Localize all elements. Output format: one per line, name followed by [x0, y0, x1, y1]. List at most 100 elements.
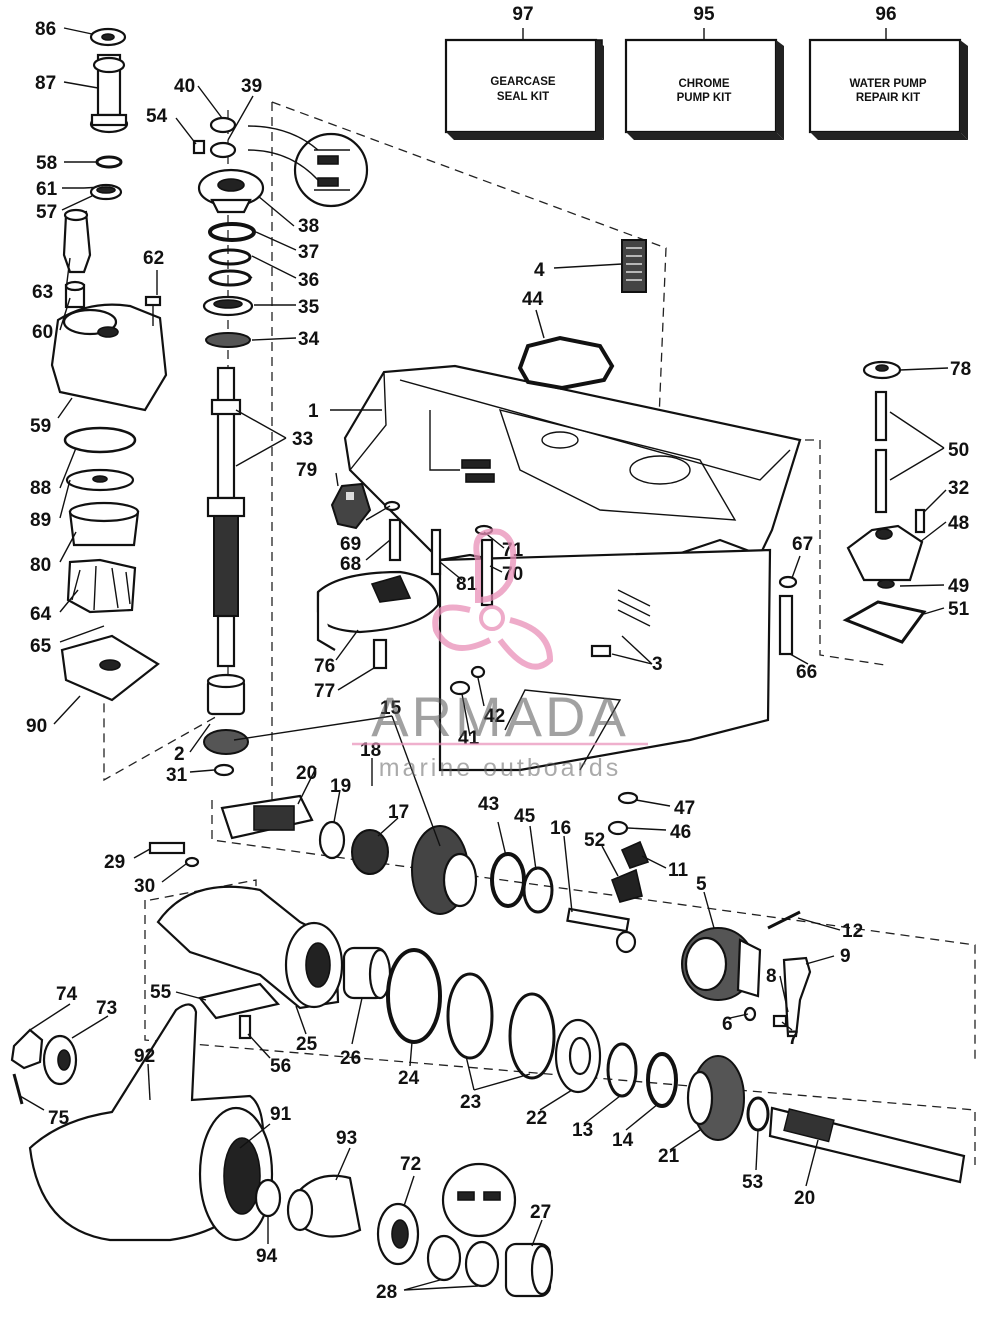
anode-79	[330, 482, 372, 530]
callout-number: 93	[336, 1128, 357, 1149]
kit-label-line1: GEARCASE	[490, 76, 556, 88]
leader-lines	[19, 27, 949, 1291]
callout-number: 3	[652, 654, 663, 675]
callout-number: 55	[150, 982, 172, 1003]
callout-number: 74	[56, 984, 78, 1005]
callout-number: 52	[584, 830, 605, 851]
callout-number: 7	[788, 1028, 799, 1049]
callout-number: 5	[696, 874, 707, 895]
seal-detail-bubble	[247, 125, 369, 208]
callout-number: 20	[296, 763, 317, 784]
callout-numbers: 86 87 58 61 57 63 60 59 88 89 80 64 65 9…	[26, 19, 971, 1303]
callout-number: 38	[298, 216, 319, 237]
kit-label-line2: PUMP KIT	[677, 92, 732, 104]
callout-number: 35	[298, 297, 320, 318]
callout-number: 30	[134, 876, 155, 897]
callout-number: 33	[292, 429, 313, 450]
callout-number: 91	[270, 1104, 292, 1125]
callout-number: 42	[484, 706, 505, 727]
callout-number: 61	[36, 179, 58, 200]
driveshaft-stack	[192, 116, 265, 777]
callout-number: 56	[270, 1056, 291, 1077]
callout-number: 43	[478, 794, 499, 815]
callout-number: 67	[792, 534, 813, 555]
callout-number: 25	[296, 1034, 318, 1055]
callout-number: 94	[256, 1246, 278, 1267]
callout-number: 20	[794, 1188, 815, 1209]
kit-box-gearcase-seal: GEARCASE SEAL KIT 97	[444, 4, 604, 140]
callout-number: 78	[950, 359, 971, 380]
watermark: ARMADA marine outboards	[352, 528, 648, 782]
propeller-assembly	[10, 1003, 554, 1298]
callout-number: 81	[456, 574, 478, 595]
callout-number: 72	[400, 1154, 421, 1175]
callout-number: 14	[612, 1130, 634, 1151]
callout-number: 17	[388, 802, 409, 823]
callout-number: 57	[36, 202, 57, 223]
callout-number: 87	[35, 73, 56, 94]
callout-number: 6	[722, 1014, 733, 1035]
callout-number: 73	[96, 998, 117, 1019]
callout-number: 86	[35, 19, 56, 40]
callout-number: 22	[526, 1108, 547, 1129]
callout-number: 26	[340, 1048, 361, 1069]
callout-number: 89	[30, 510, 51, 531]
callout-number: 39	[241, 76, 262, 97]
callout-number: 12	[842, 921, 863, 942]
kit-label-line2: REPAIR KIT	[856, 92, 920, 104]
water-intake-screen-4	[621, 239, 647, 293]
callout-number: 54	[146, 106, 168, 127]
callout-number: 97	[512, 4, 533, 25]
callout-number: 63	[32, 282, 53, 303]
callout-number: 92	[134, 1046, 155, 1067]
callout-number: 8	[766, 966, 777, 987]
callout-number: 16	[550, 818, 571, 839]
callout-number: 66	[796, 662, 817, 683]
callout-number: 49	[948, 576, 969, 597]
callout-number: 24	[398, 1068, 420, 1089]
kit-label-line1: WATER PUMP	[849, 78, 926, 90]
callout-number: 80	[30, 555, 51, 576]
watermark-text: ARMADA	[371, 685, 629, 748]
callout-number: 48	[948, 513, 969, 534]
callout-number: 51	[948, 599, 970, 620]
callout-number: 62	[143, 248, 164, 269]
callout-number: 19	[330, 776, 351, 797]
kit-box-water-pump-repair: WATER PUMP REPAIR KIT 96	[808, 4, 968, 140]
gearcase-housing	[343, 364, 802, 772]
callout-number: 32	[948, 478, 969, 499]
callout-number: 4	[534, 260, 545, 281]
callout-number: 58	[36, 153, 57, 174]
callout-number: 40	[174, 76, 195, 97]
shift-rod-assembly	[842, 360, 927, 644]
callout-number: 65	[30, 636, 52, 657]
callout-number: 34	[298, 329, 320, 350]
callout-number: 44	[522, 289, 544, 310]
callout-number: 31	[166, 765, 188, 786]
callout-number: 77	[314, 681, 335, 702]
callout-number: 15	[380, 698, 402, 719]
callout-number: 46	[670, 822, 691, 843]
water-pump-stack	[50, 27, 168, 702]
callout-number: 90	[26, 716, 47, 737]
callout-number: 69	[340, 534, 361, 555]
propeller-logo-icon	[432, 528, 554, 670]
callout-number: 21	[658, 1146, 680, 1167]
callout-number: 76	[314, 656, 335, 677]
watermark-subtext: marine outboards	[379, 754, 622, 782]
callout-number: 59	[30, 416, 51, 437]
kit-box-chrome-pump: CHROME PUMP KIT 95	[624, 4, 784, 140]
callout-number: 60	[32, 322, 53, 343]
callout-number: 37	[298, 242, 319, 263]
callout-number: 36	[298, 270, 319, 291]
callout-number: 11	[668, 860, 689, 881]
small-fasteners	[316, 500, 798, 836]
callout-number: 47	[674, 798, 695, 819]
callout-number: 9	[840, 946, 851, 967]
callout-number: 88	[30, 478, 51, 499]
callout-number: 23	[460, 1092, 481, 1113]
callout-number: 27	[530, 1202, 551, 1223]
callout-number: 75	[48, 1108, 70, 1129]
callout-number: 96	[875, 4, 896, 25]
